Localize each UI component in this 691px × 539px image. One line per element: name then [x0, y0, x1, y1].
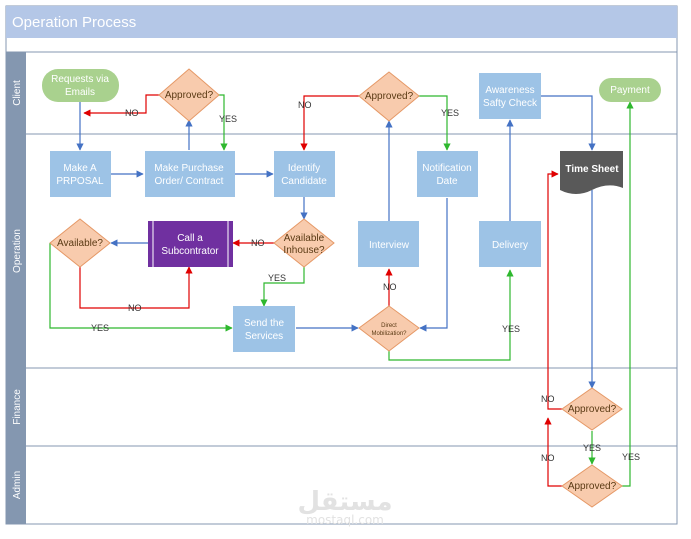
svg-text:Notification: Notification: [422, 163, 471, 174]
svg-text:Call a: Call a: [177, 233, 203, 244]
node-interview[interactable]: Interview: [358, 221, 419, 267]
svg-text:Candidate: Candidate: [281, 176, 327, 187]
svg-text:Awareness: Awareness: [485, 85, 534, 96]
label-no-inhouse: NO: [251, 238, 265, 248]
title-bar: [6, 6, 677, 38]
label-no-approved1: NO: [125, 108, 139, 118]
svg-text:Make A: Make A: [63, 163, 97, 174]
node-delivery[interactable]: Delivery: [479, 221, 541, 267]
svg-text:Available?: Available?: [57, 238, 103, 249]
node-make-a-proposal[interactable]: Make A PRPOSAL: [50, 151, 111, 197]
lane-label-finance: Finance: [12, 389, 23, 425]
node-send-the-services[interactable]: Send the Services: [233, 306, 295, 352]
svg-text:Send the: Send the: [244, 318, 284, 329]
edge-direct-yes: [388, 269, 514, 361]
lane-client: [6, 52, 26, 134]
label-yes-inhouse: YES: [268, 273, 286, 283]
lane-label-admin: Admin: [12, 471, 23, 499]
watermark-arabic: مستقل: [297, 487, 392, 517]
node-make-purchase-order[interactable]: Make Purchase Order/ Contract: [145, 151, 235, 197]
label-yes-direct: YES: [502, 324, 520, 334]
node-available[interactable]: Available?: [49, 218, 111, 268]
edge-awareness-to-timesheet: [540, 95, 596, 151]
svg-text:PRPOSAL: PRPOSAL: [56, 176, 104, 187]
lane-label-operation: Operation: [12, 229, 23, 273]
svg-text:Approved?: Approved?: [165, 90, 214, 101]
edge-approved2-no: [300, 95, 360, 151]
node-time-sheet[interactable]: Time Sheet: [560, 151, 623, 194]
edge-approved1-no: [83, 94, 160, 117]
edge-finance-no: [547, 170, 562, 410]
svg-text:Make Purchase: Make Purchase: [154, 163, 224, 174]
edge-inhouse-yes: [260, 267, 305, 307]
label-yes-finance: YES: [583, 443, 601, 453]
svg-text:Services: Services: [245, 331, 283, 342]
svg-text:Inhouse?: Inhouse?: [283, 245, 325, 256]
svg-text:Interview: Interview: [369, 240, 410, 251]
svg-text:Approved?: Approved?: [568, 404, 617, 415]
diagram-frame: [5, 5, 678, 525]
edge-approved1-yes: [218, 94, 228, 151]
node-approved-admin[interactable]: Approved?: [561, 464, 623, 508]
label-yes-approved1: YES: [219, 114, 237, 124]
label-no-approved2: NO: [298, 100, 312, 110]
lane-admin: [6, 446, 26, 524]
lane-operation: [6, 134, 26, 368]
node-call-a-subcontractor[interactable]: Call a Subcontrator: [148, 221, 233, 267]
svg-text:Subcontrator: Subcontrator: [161, 246, 219, 257]
edge-available-no: [79, 266, 193, 309]
svg-text:Identify: Identify: [288, 163, 320, 174]
label-no-direct: NO: [383, 282, 397, 292]
node-direct-mobilization[interactable]: Direct Mobilization?: [358, 305, 420, 352]
svg-text:Approved?: Approved?: [365, 91, 414, 102]
label-yes-approved2: YES: [441, 108, 459, 118]
svg-text:Order/ Contract: Order/ Contract: [155, 176, 224, 187]
svg-text:Safty Check: Safty Check: [483, 98, 538, 109]
node-approved-interview[interactable]: Approved?: [358, 71, 420, 122]
node-awareness-safety-check[interactable]: Awareness Safty Check: [479, 73, 541, 119]
svg-text:Requests via: Requests via: [51, 74, 109, 85]
edge-approved2-yes: [418, 95, 451, 151]
svg-text:Payment: Payment: [610, 85, 650, 96]
node-available-inhouse[interactable]: Available Inhouse?: [273, 218, 335, 268]
lane-finance: [6, 368, 26, 446]
node-requests-via-emails[interactable]: Requests via Emails: [42, 69, 119, 102]
node-approved-finance[interactable]: Approved?: [561, 387, 623, 431]
edge-available-yes: [49, 243, 233, 332]
svg-text:Approved?: Approved?: [568, 481, 617, 492]
diagram-title: Operation Process: [12, 14, 136, 31]
svg-text:Direct: Direct: [381, 323, 397, 329]
label-yes-admin: YES: [622, 452, 640, 462]
node-notification-date[interactable]: Notification Date: [417, 151, 478, 197]
node-payment[interactable]: Payment: [599, 78, 661, 102]
watermark-url: mostaql.com: [306, 513, 384, 527]
node-approved-purchase[interactable]: Approved?: [158, 68, 220, 122]
lane-label-client: Client: [12, 80, 23, 106]
node-identify-candidate[interactable]: Identify Candidate: [274, 151, 335, 197]
svg-text:Delivery: Delivery: [492, 240, 528, 251]
edge-admin-yes: [622, 101, 634, 487]
label-no-available: NO: [128, 303, 142, 313]
label-no-finance: NO: [541, 394, 555, 404]
label-no-admin: NO: [541, 453, 555, 463]
svg-text:Date: Date: [436, 176, 458, 187]
label-yes-available: YES: [91, 323, 109, 333]
edge-notification-to-direct: [419, 198, 448, 332]
watermark: مستقل mostaql.com: [297, 487, 392, 527]
svg-text:Time Sheet: Time Sheet: [565, 164, 619, 175]
svg-text:Emails: Emails: [65, 87, 95, 98]
svg-text:Available: Available: [284, 233, 325, 244]
svg-text:Mobilization?: Mobilization?: [371, 331, 407, 337]
edge-admin-no: [544, 417, 562, 487]
